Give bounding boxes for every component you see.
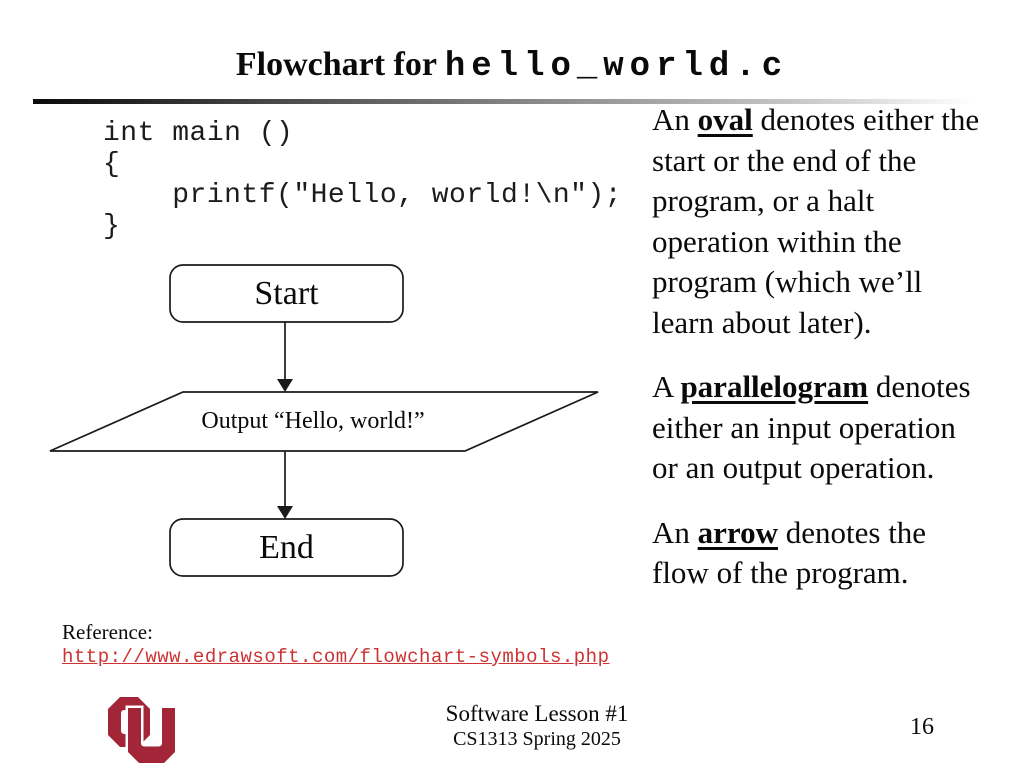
term-oval: oval — [697, 102, 753, 137]
ou-logo-u — [128, 708, 175, 763]
footer: Software Lesson #1 CS1313 Spring 2025 — [387, 700, 687, 751]
output-node-shape — [49, 391, 599, 452]
code-block: int main () { printf("Hello, world!\n");… — [103, 118, 622, 242]
explanation-parallelogram: A parallelogram denotes either an input … — [652, 367, 982, 489]
arrowhead-icon — [277, 379, 293, 392]
explanation-text: An — [652, 514, 698, 550]
reference-label: Reference: — [62, 620, 153, 644]
explanation-text: An — [652, 102, 698, 137]
page-number: 16 — [910, 714, 934, 740]
code-line: } — [103, 211, 121, 242]
term-arrow: arrow — [697, 514, 778, 550]
reference-link[interactable]: http://www.edrawsoft.com/flowchart-symbo… — [62, 646, 610, 668]
explanation-text: A — [652, 369, 681, 404]
footer-course-info: CS1313 Spring 2025 — [453, 728, 621, 750]
end-node-label: End — [259, 529, 314, 566]
term-parallelogram: parallelogram — [680, 369, 869, 404]
slide-title: Flowchart for hello_world.c — [0, 46, 1024, 86]
start-node-label: Start — [254, 275, 319, 312]
output-node-label: Output “Hello, world!” — [201, 408, 425, 434]
footer-lesson-title: Software Lesson #1 — [445, 701, 629, 726]
explanation-oval: An oval denotes either the start or the … — [652, 100, 982, 343]
title-text: Flowchart for — [235, 46, 445, 83]
title-filename: hello_world.c — [444, 48, 789, 86]
explanation-text: denotes the flow of the program. — [652, 514, 927, 591]
ou-logo — [108, 697, 178, 766]
code-line: printf("Hello, world!\n"); — [103, 180, 623, 211]
explanation-arrow: An arrow denotes the flow of the program… — [652, 513, 982, 594]
start-node-shape — [169, 264, 404, 323]
code-line: { — [103, 149, 121, 180]
flowchart-diagram — [49, 264, 599, 577]
title-divider — [33, 99, 995, 104]
explanation-text: denotes either an input operation or an … — [652, 369, 971, 485]
end-node-shape — [169, 518, 404, 577]
arrowhead-icon — [277, 506, 293, 519]
explanation-column: An oval denotes either the start or the … — [652, 100, 982, 618]
explanation-text: denotes either the start or the end of t… — [652, 102, 980, 340]
code-line: int main () — [103, 118, 294, 149]
